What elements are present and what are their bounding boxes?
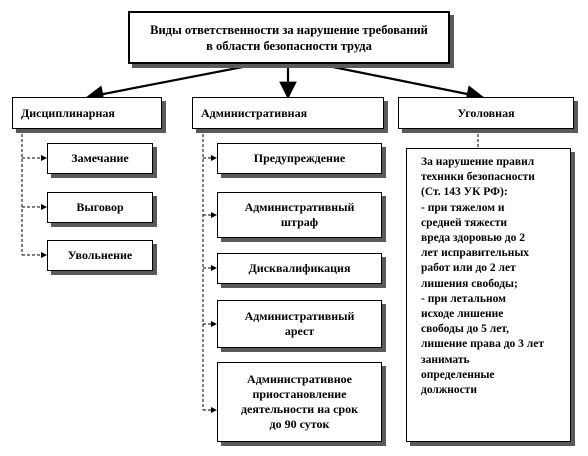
disciplinary-item-reprimand: Выговор — [47, 192, 153, 223]
disciplinary-branch-arrowheads — [41, 155, 47, 258]
arrow-root-to-disciplinary — [85, 62, 259, 103]
administrative-item-disqualification: Дисквалификация — [217, 253, 382, 284]
category-administrative: Административная — [192, 97, 384, 129]
criminal-note-box: За нарушение правил техники безопасности… — [406, 148, 571, 442]
administrative-item-warning: Предупреждение — [217, 143, 382, 174]
administrative-item-suspension: Административное приостановление деятель… — [217, 362, 382, 442]
category-administrative-label: Административная — [201, 105, 308, 120]
disciplinary-item-dismissal: Увольнение — [47, 240, 153, 271]
disciplinary-branch-lines — [21, 129, 45, 256]
arrow-root-to-criminal — [317, 62, 485, 103]
disciplinary-item-remark: Замечание — [47, 143, 153, 174]
root-title: Виды ответственности за нарушение требов… — [150, 22, 428, 53]
disciplinary-item-label: Выговор — [76, 200, 124, 214]
administrative-item-arrest: Административный арест — [217, 300, 382, 348]
administrative-branch-arrowheads — [211, 155, 217, 413]
administrative-item-label: Предупреждение — [253, 151, 346, 165]
administrative-item-label: Дисквалификация — [248, 261, 351, 275]
administrative-item-label: Административное приостановление деятель… — [240, 372, 359, 431]
category-disciplinary: Дисциплинарная — [12, 97, 162, 129]
administrative-item-label: Административный арест — [244, 309, 355, 338]
root-title-box: Виды ответственности за нарушение требов… — [128, 11, 450, 64]
criminal-note-text: За нарушение правил техники безопасности… — [421, 156, 545, 397]
disciplinary-item-label: Увольнение — [67, 248, 133, 262]
administrative-item-fine: Административный штраф — [217, 192, 382, 238]
disciplinary-item-label: Замечание — [71, 151, 129, 165]
category-criminal-label: Уголовная — [457, 105, 515, 120]
category-criminal: Уголовная — [398, 97, 574, 129]
administrative-item-label: Административный штраф — [244, 200, 355, 229]
category-disciplinary-label: Дисциплинарная — [21, 105, 115, 120]
